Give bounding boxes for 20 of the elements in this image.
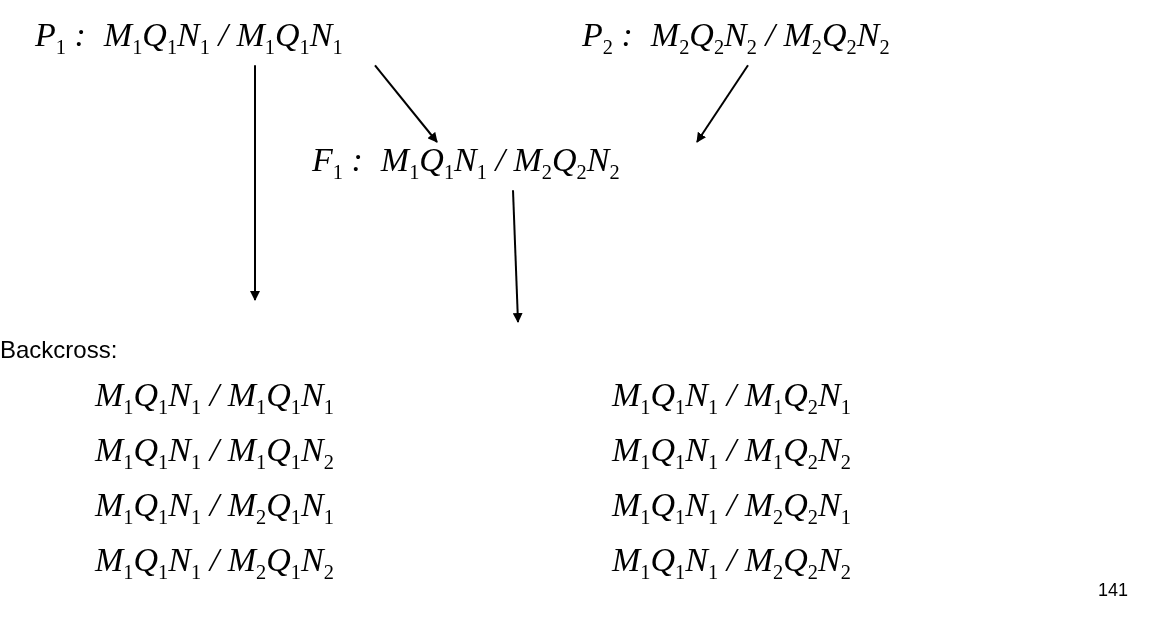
genotype-formula: M$_{1}$Q$_{1}$N$_{1}$ / M$_{2}$Q$_{1}$N$_{1}$ [95,485,334,530]
generation-label: F$_{1}$ : [312,140,363,185]
genotype-formula: M$_{1}$Q$_{1}$N$_{1}$ / M$_{2}$Q$_{1}$N$_{2}$ [95,540,334,585]
genotype-formula: M$_{1}$Q$_{1}$N$_{1}$ / M$_{2}$Q$_{2}$N$_{2}$ [612,540,851,585]
arrow [696,64,749,143]
arrow [374,64,438,143]
genotype-formula: M$_{2}$Q$_{2}$N$_{2}$ / M$_{2}$Q$_{2}$N$_{2}$ [650,15,890,60]
genotype-formula: M$_{1}$Q$_{1}$N$_{1}$ / M$_{2}$Q$_{2}$N$_{1}$ [612,485,851,530]
genotype-formula: M$_{1}$Q$_{1}$N$_{1}$ / M$_{1}$Q$_{1}$N$_{2}$ [95,430,334,475]
genotype-formula: M$_{1}$Q$_{1}$N$_{1}$ / M$_{1}$Q$_{2}$N$_{2}$ [612,430,851,475]
genotype-formula: M$_{1}$Q$_{1}$N$_{1}$ / M$_{1}$Q$_{2}$N$_{1}$ [612,375,851,420]
genotype-formula: M$_{1}$Q$_{1}$N$_{1}$ / M$_{1}$Q$_{1}$N$_{1}$ [103,15,343,60]
generation-label: P$_{2}$ : [582,15,633,60]
arrow [512,189,523,323]
page-number: 141 [1098,580,1129,601]
section-heading: Backcross: [0,336,118,364]
arrow [250,64,260,301]
generation-label: P$_{1}$ : [35,15,86,60]
genotype-formula: M$_{1}$Q$_{1}$N$_{1}$ / M$_{2}$Q$_{2}$N$_{2}$ [380,140,620,185]
genotype-formula: M$_{1}$Q$_{1}$N$_{1}$ / M$_{1}$Q$_{1}$N$_{1}$ [95,375,334,420]
